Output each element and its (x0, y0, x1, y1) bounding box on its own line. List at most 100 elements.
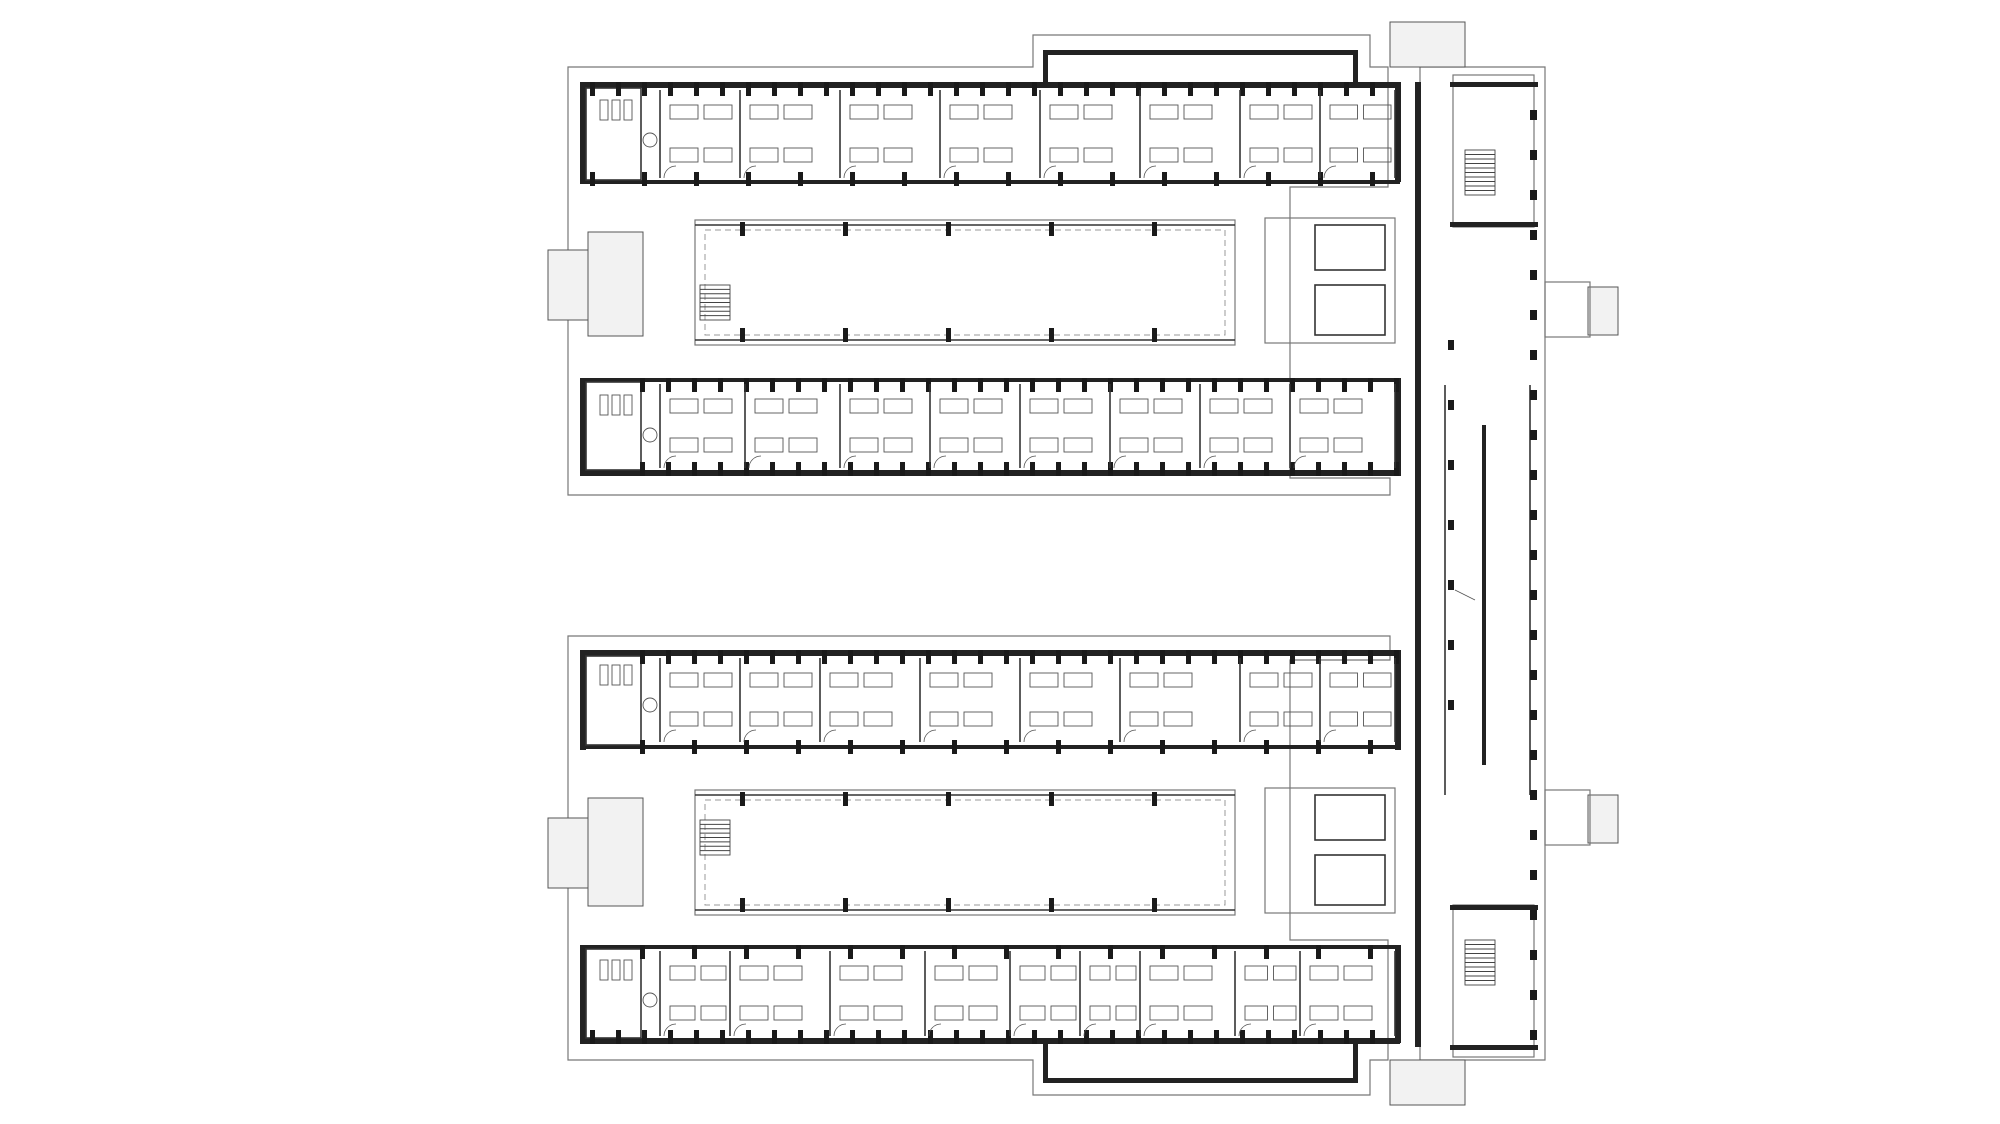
pier (1530, 830, 1537, 840)
wc-stall (599, 959, 609, 981)
pier (980, 82, 985, 96)
pier (744, 378, 749, 392)
bed (1363, 711, 1392, 727)
pier (1530, 230, 1537, 240)
bed (1183, 1005, 1213, 1021)
pier (1084, 82, 1089, 96)
bed (1115, 1005, 1137, 1021)
pier (1049, 898, 1054, 912)
pier (902, 172, 907, 186)
pier (718, 378, 723, 392)
pier (1214, 1030, 1219, 1044)
pier (666, 378, 671, 392)
pier (1448, 340, 1454, 350)
pier (1108, 740, 1113, 754)
pier (1004, 650, 1009, 664)
bed (983, 147, 1013, 163)
bed (1249, 672, 1279, 688)
bed (1153, 437, 1183, 453)
pier (616, 82, 621, 96)
pier (1030, 378, 1035, 392)
pier (952, 650, 957, 664)
pier (1342, 378, 1347, 392)
bed (1019, 965, 1046, 981)
pier (928, 1030, 933, 1044)
basin (642, 992, 658, 1008)
pier (1056, 462, 1061, 476)
bed (749, 104, 779, 120)
pier (1238, 462, 1243, 476)
pier (1266, 82, 1271, 96)
pier (946, 328, 951, 342)
pier (1530, 590, 1537, 600)
bed (1309, 965, 1339, 981)
pier (1530, 950, 1537, 960)
pier (843, 328, 848, 342)
pier (900, 945, 905, 959)
upper-south-piers (640, 378, 1399, 476)
bed (669, 104, 699, 120)
pier (1264, 378, 1269, 392)
bed (1029, 672, 1059, 688)
pier (798, 172, 803, 186)
pier (1292, 82, 1297, 96)
pier (902, 1030, 907, 1044)
bed (1153, 398, 1183, 414)
pier (1108, 650, 1113, 664)
pier (1530, 870, 1537, 880)
upper-north-piers (590, 82, 1375, 186)
bed (1363, 672, 1392, 688)
pier (640, 462, 645, 476)
bed (863, 711, 893, 727)
pier (954, 172, 959, 186)
bed (749, 711, 779, 727)
pier (900, 462, 905, 476)
pier (1530, 790, 1537, 800)
pier (946, 898, 951, 912)
door-swing (748, 455, 762, 469)
bed (1049, 147, 1079, 163)
pier (1448, 400, 1454, 410)
bed (703, 437, 733, 453)
pier (746, 172, 751, 186)
pier (980, 1030, 985, 1044)
pier (1368, 740, 1373, 754)
bed (1299, 437, 1329, 453)
pier (1264, 740, 1269, 754)
stairs (699, 149, 1496, 986)
pier (1394, 378, 1399, 392)
pier (1448, 700, 1454, 710)
basin (642, 697, 658, 713)
door-swing (933, 455, 947, 469)
bed (929, 711, 959, 727)
pier (926, 378, 931, 392)
pier (772, 82, 777, 96)
bed (1249, 711, 1279, 727)
pier (642, 172, 647, 186)
pier (1530, 470, 1537, 480)
pier (744, 462, 749, 476)
bed (939, 437, 969, 453)
bed (873, 965, 903, 981)
pier (1290, 462, 1295, 476)
pier (1264, 462, 1269, 476)
pier (740, 328, 745, 342)
pier (1316, 378, 1321, 392)
pier (1240, 82, 1245, 96)
pier (1110, 172, 1115, 186)
pier (1530, 550, 1537, 560)
pier (1134, 650, 1139, 664)
pier (1530, 990, 1537, 1000)
door-swing (1113, 455, 1127, 469)
pier (1082, 462, 1087, 476)
pier (720, 1030, 725, 1044)
lower-north-wing (599, 658, 1396, 743)
bed (849, 437, 879, 453)
pier (946, 222, 951, 236)
pier (770, 650, 775, 664)
pier (1530, 150, 1537, 160)
pier (1368, 650, 1373, 664)
bed (1329, 104, 1358, 120)
pier (848, 740, 853, 754)
